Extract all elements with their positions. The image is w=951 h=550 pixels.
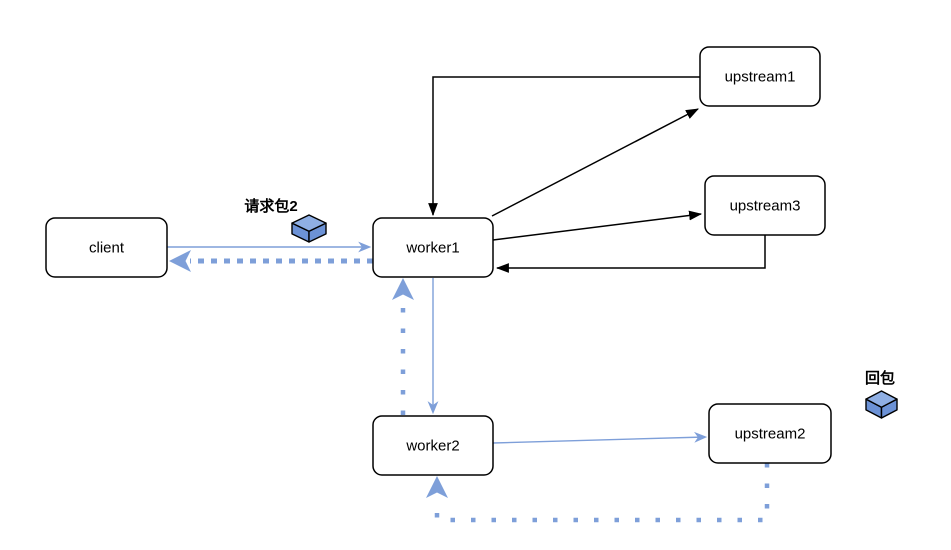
node-box-worker1 <box>372 217 494 278</box>
node-label-upstream3: upstream3 <box>730 198 801 215</box>
packet-cube-icon <box>291 214 327 243</box>
node-box-upstream1 <box>699 46 821 107</box>
node-upstream3: upstream3 <box>704 175 826 236</box>
node-upstream1: upstream1 <box>699 46 821 107</box>
node-box-upstream2 <box>708 403 832 464</box>
node-label-client: client <box>89 240 125 257</box>
node-box-worker2 <box>372 415 494 476</box>
annotations-layer: 请求包2 回包 <box>244 197 898 419</box>
edge-worker1-to-upstream1 <box>491 108 699 217</box>
node-label-worker2: worker2 <box>405 438 459 455</box>
node-label-upstream1: upstream1 <box>725 69 796 86</box>
edges-layer <box>167 76 770 523</box>
edge-worker2-to-upstream2 <box>492 431 708 444</box>
edge-worker1-to-upstream3 <box>492 210 703 241</box>
edge-upstream1-to-worker1 <box>428 76 700 217</box>
node-box-client <box>45 217 168 278</box>
edge-upstream3-to-worker1 <box>495 235 766 273</box>
annotation-reply-packet: 回包 <box>865 369 898 419</box>
annotation-request-packet: 请求包2 <box>244 197 327 243</box>
annotation-label-request-packet: 请求包2 <box>244 197 297 215</box>
node-client: client <box>45 217 168 278</box>
packet-cube-icon <box>865 390 898 419</box>
node-label-upstream2: upstream2 <box>735 426 806 443</box>
node-worker2: worker2 <box>372 415 494 476</box>
node-worker1: worker1 <box>372 217 494 278</box>
node-box-upstream3 <box>704 175 826 236</box>
nodes-layer: client worker1 worker2 upstream1 upstream3 up… <box>45 46 832 476</box>
node-label-worker1: worker1 <box>405 240 459 257</box>
node-upstream2: upstream2 <box>708 403 832 464</box>
annotation-label-reply-packet: 回包 <box>865 369 895 387</box>
